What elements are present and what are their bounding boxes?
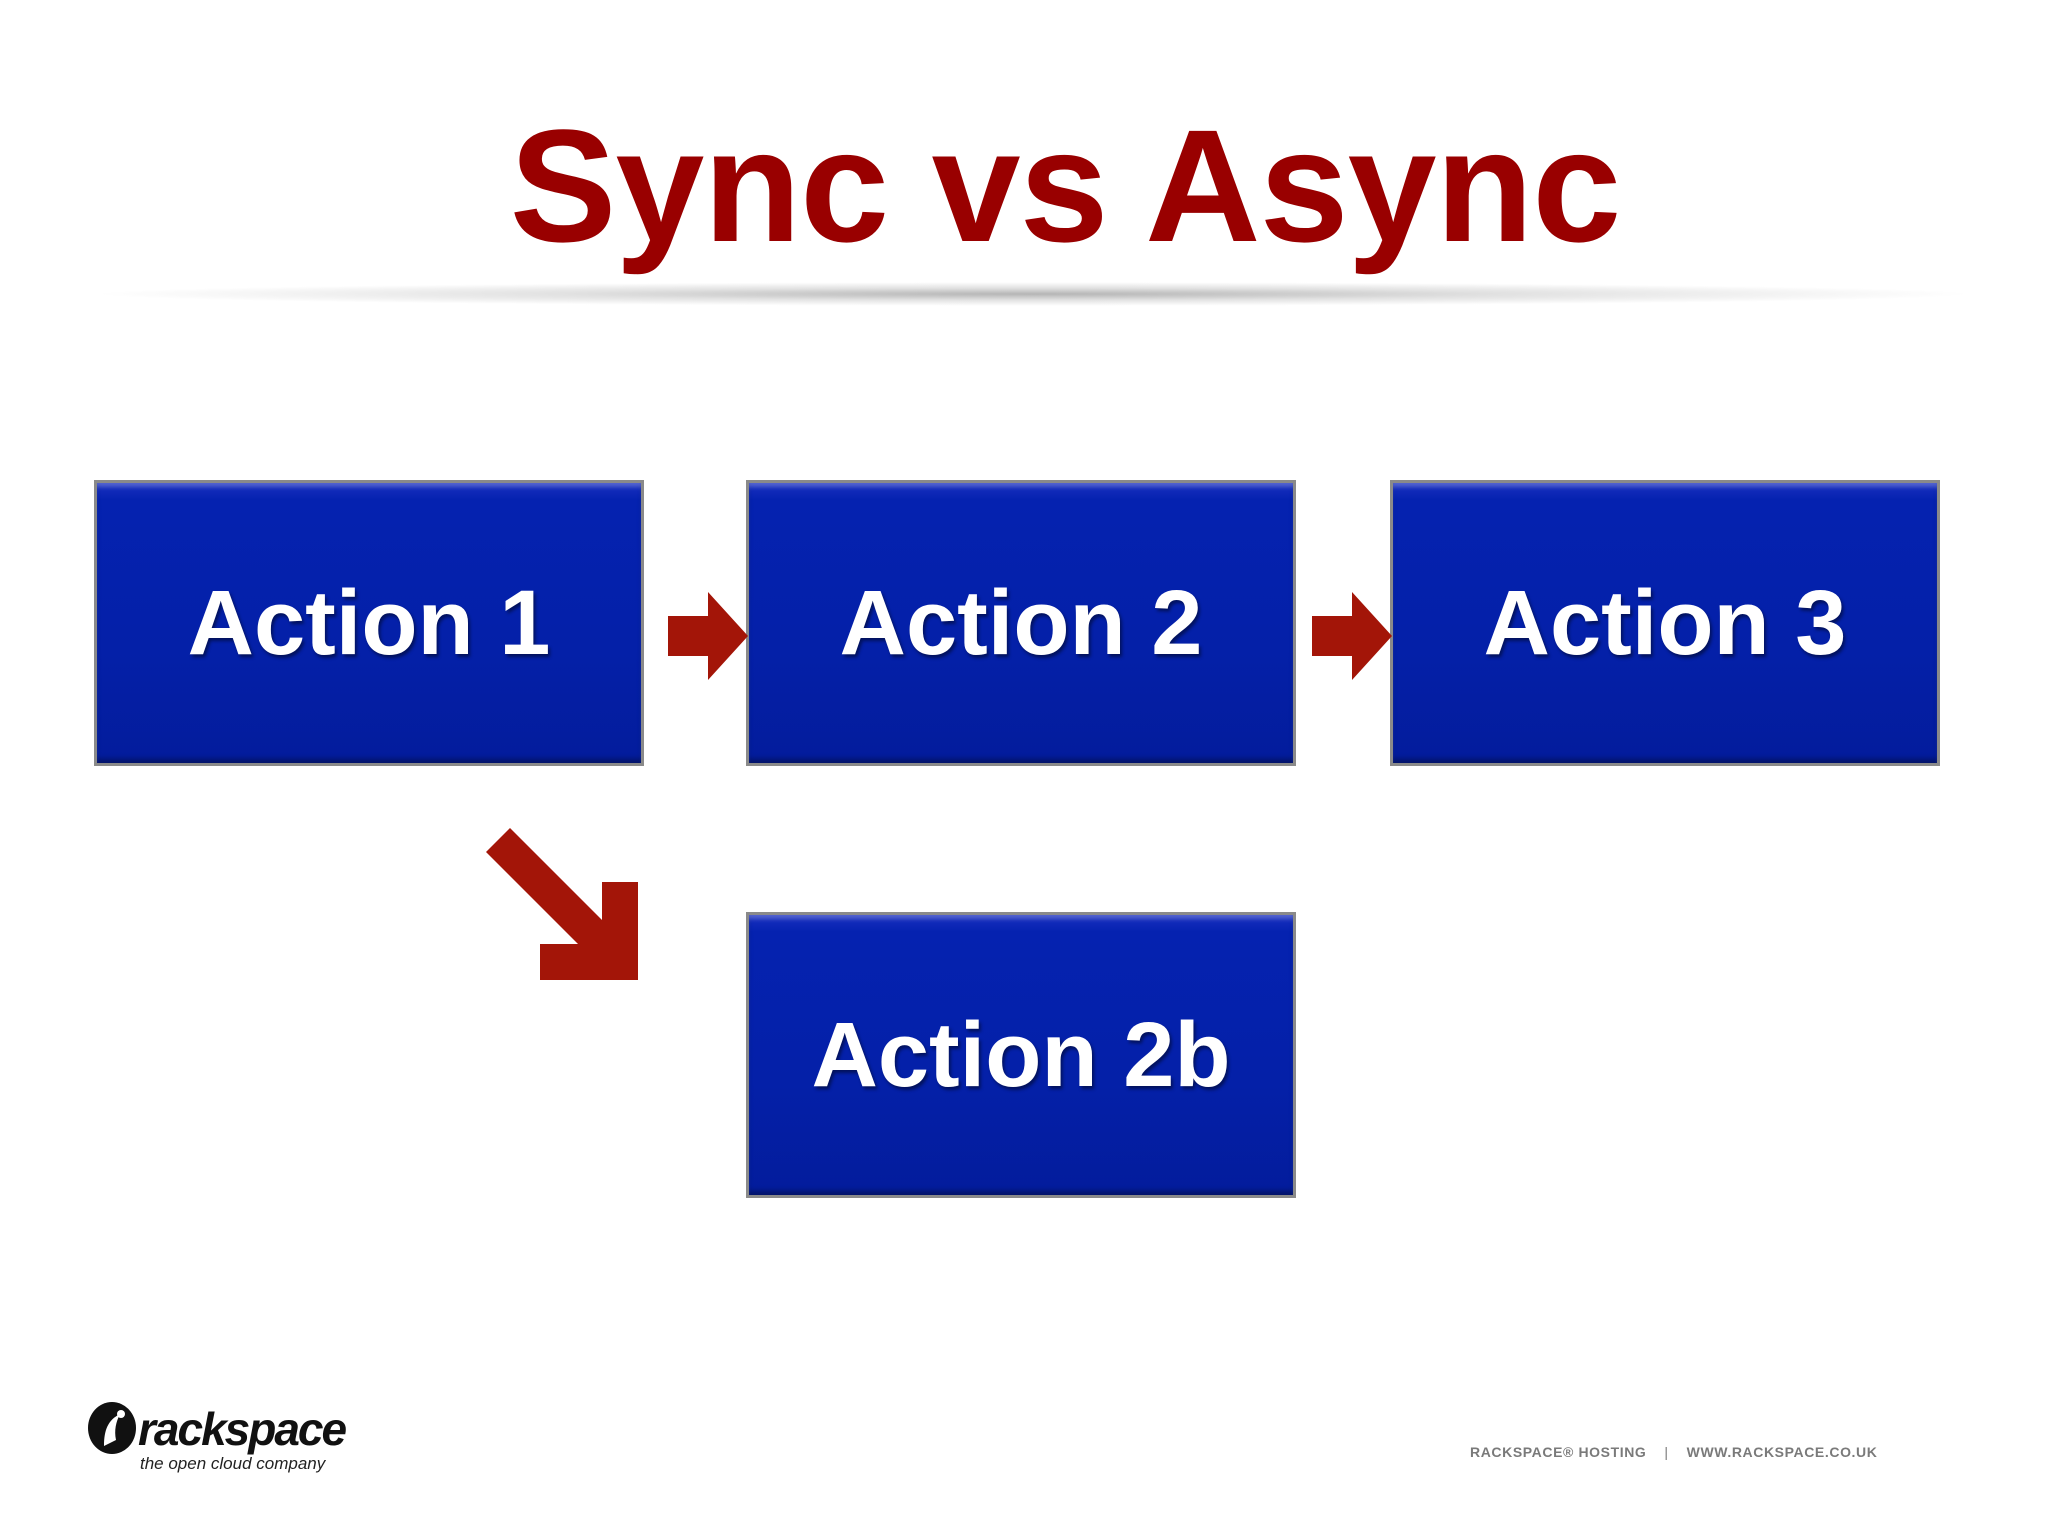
slide-title: Sync vs Async bbox=[509, 96, 1622, 275]
rackspace-mark-icon bbox=[88, 1402, 136, 1454]
action-2b-label: Action 2b bbox=[811, 1003, 1231, 1106]
logo-tagline: the open cloud company bbox=[140, 1454, 326, 1473]
action-2b-box: Action 2b bbox=[746, 912, 1296, 1198]
footer: RACKSPACE® HOSTING | WWW.RACKSPACE.CO.UK bbox=[1470, 1444, 1877, 1460]
title-divider bbox=[88, 282, 1978, 306]
footer-separator: | bbox=[1664, 1444, 1669, 1460]
action-3-label: Action 3 bbox=[1483, 571, 1847, 674]
footer-company: RACKSPACE® HOSTING bbox=[1470, 1444, 1647, 1460]
arrow-action1-to-action2 bbox=[668, 592, 748, 680]
footer-url: WWW.RACKSPACE.CO.UK bbox=[1686, 1444, 1878, 1460]
logo-wordmark: rackspace bbox=[138, 1403, 347, 1455]
action-2-label: Action 2 bbox=[839, 571, 1203, 674]
rackspace-logo: rackspace the open cloud company bbox=[86, 1396, 356, 1476]
arrow-action1-to-action2b bbox=[486, 828, 638, 980]
action-1-box: Action 1 bbox=[94, 480, 644, 766]
action-1-label: Action 1 bbox=[187, 571, 551, 674]
action-3-box: Action 3 bbox=[1390, 480, 1940, 766]
arrow-action2-to-action3 bbox=[1312, 592, 1392, 680]
action-2-box: Action 2 bbox=[746, 480, 1296, 766]
